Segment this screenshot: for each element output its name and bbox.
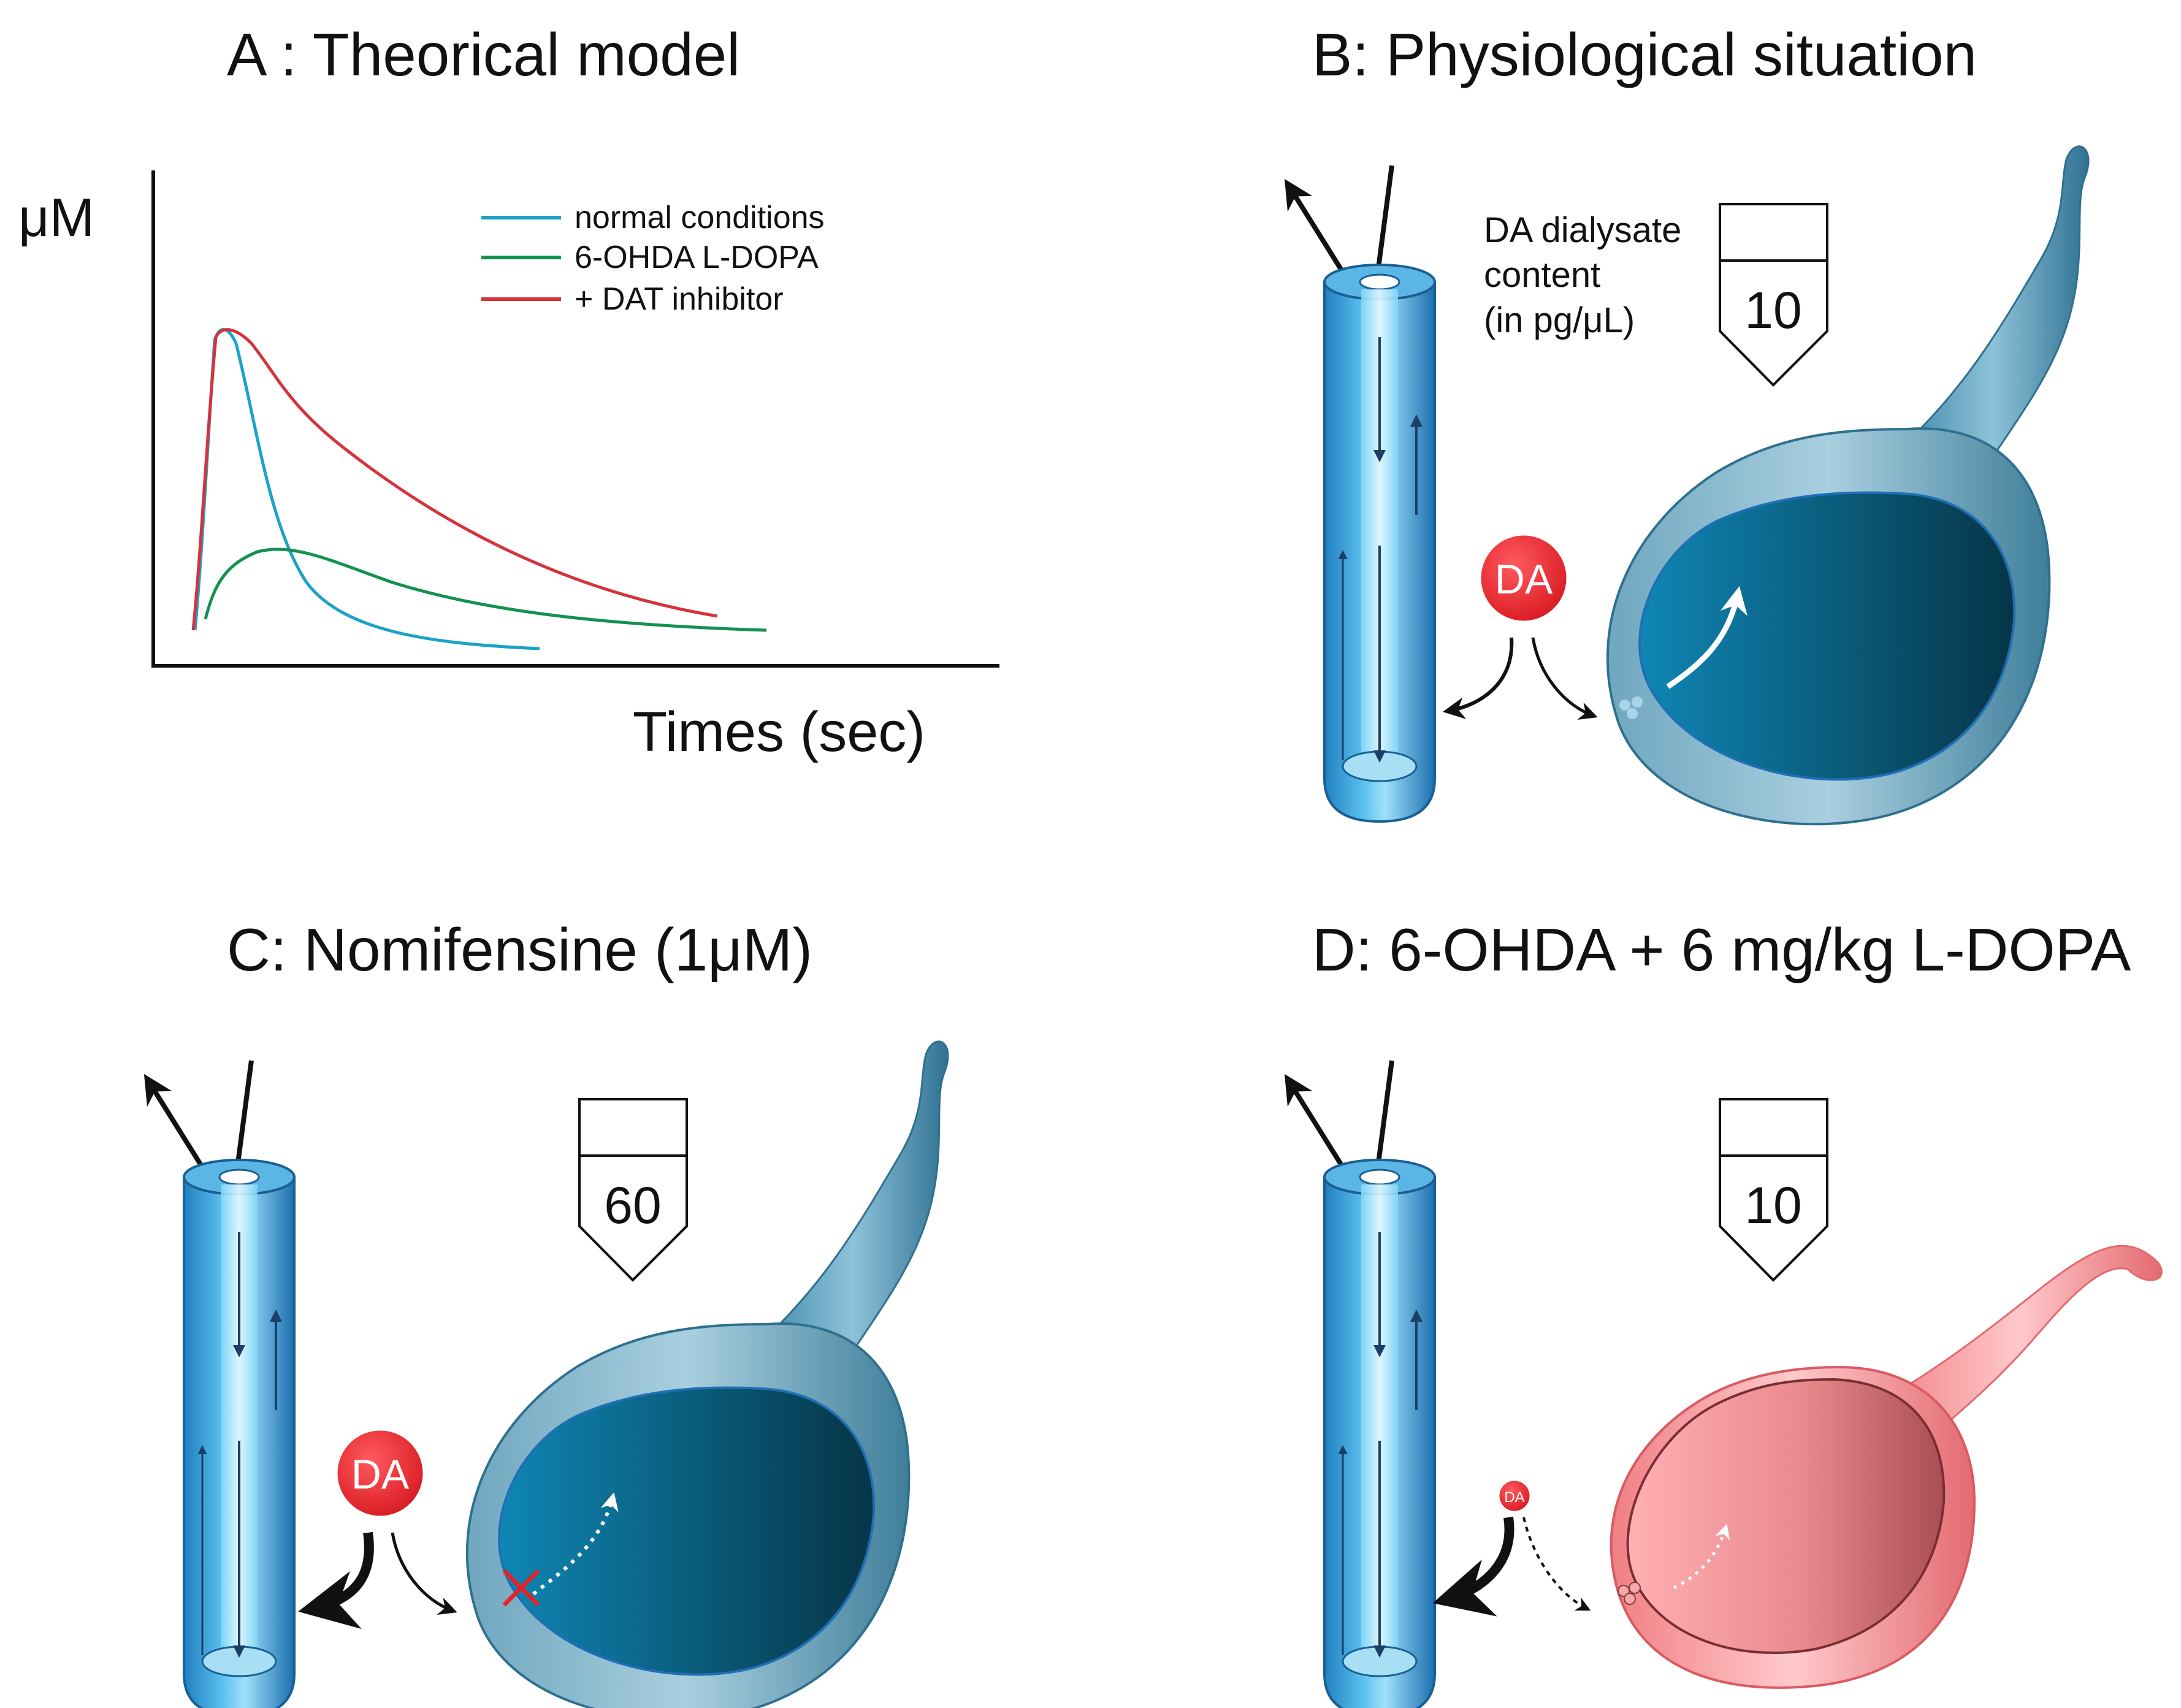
dialysate-label-line-1: DA dialysate — [1484, 210, 1681, 250]
dialysate-box-d: 10 — [1719, 1098, 1828, 1282]
panel-a: A : Theorical model μM Times (sec) norma… — [18, 21, 999, 763]
dialysate-box-b: 10 — [1719, 203, 1828, 387]
reuptake-arrow-b — [1666, 586, 1747, 689]
dialysate-box-c: 60 — [578, 1098, 688, 1282]
microdialysis-probe-b — [1288, 166, 1435, 822]
panel-c: C: Nomifensine (1μM) 60 DA — [147, 916, 949, 1708]
blocked-reuptake-arrow-c — [532, 1492, 619, 1596]
dat-blocked-icon — [502, 1569, 540, 1607]
panel-d-title: D: 6-OHDA + 6 mg/kg L-DOPA — [1312, 916, 2131, 983]
neuron-b — [1606, 145, 2090, 826]
neuron-c — [465, 1040, 949, 1708]
panel-d: D: 6-OHDA + 6 mg/kg L-DOPA 10 DA — [1288, 916, 2163, 1708]
dialysate-label-line-3: (in pg/μL) — [1484, 300, 1635, 340]
uptake-arrow-b — [1531, 637, 1598, 720]
da-label-c: DA — [351, 1451, 410, 1498]
dialysate-label-b: DA dialysate content (in pg/μL) — [1484, 210, 1681, 340]
chart-legend: normal conditions 6-OHDA L-DOPA + DAT in… — [481, 200, 825, 317]
da-label-b: DA — [1495, 556, 1553, 603]
diffusion-arrow-d — [1432, 1516, 1514, 1617]
dialysate-value-d: 10 — [1744, 1176, 1801, 1234]
da-label-d: DA — [1504, 1489, 1524, 1506]
series-line-dat — [191, 328, 718, 631]
da-badge-b: DA — [1478, 532, 1570, 624]
diffusion-arrow-c — [298, 1531, 374, 1629]
microdialysis-probe-c — [147, 1061, 294, 1708]
dialysate-value-c: 60 — [604, 1176, 661, 1234]
y-axis-label: μM — [18, 187, 94, 248]
legend-label-6ohda: 6-OHDA L-DOPA — [575, 240, 819, 275]
neuron-d — [1610, 1245, 2163, 1689]
reuptake-arrow-d — [1673, 1523, 1730, 1590]
uptake-arrow-c — [391, 1532, 457, 1615]
panel-b-title: B: Physiological situation — [1312, 21, 1977, 88]
da-badge-d: DA — [1497, 1479, 1532, 1513]
panel-b: B: Physiological situation DA dialysate … — [1288, 21, 2090, 826]
uptake-arrow-d — [1522, 1517, 1591, 1611]
dialysate-value-b: 10 — [1744, 281, 1801, 339]
dialysate-label-line-2: content — [1484, 255, 1600, 295]
panel-a-title: A : Theorical model — [227, 21, 740, 88]
da-badge-c: DA — [334, 1427, 426, 1519]
diffusion-arrow-b — [1442, 637, 1514, 720]
panel-c-title: C: Nomifensine (1μM) — [227, 916, 812, 983]
series-line-normal — [193, 328, 540, 650]
series-line-6ohda — [204, 547, 767, 632]
microdialysis-probe-d — [1288, 1061, 1435, 1708]
legend-label-dat: + DAT inhibitor — [575, 281, 784, 317]
x-axis-label: Times (sec) — [633, 701, 925, 763]
legend-label-normal: normal conditions — [575, 200, 825, 235]
